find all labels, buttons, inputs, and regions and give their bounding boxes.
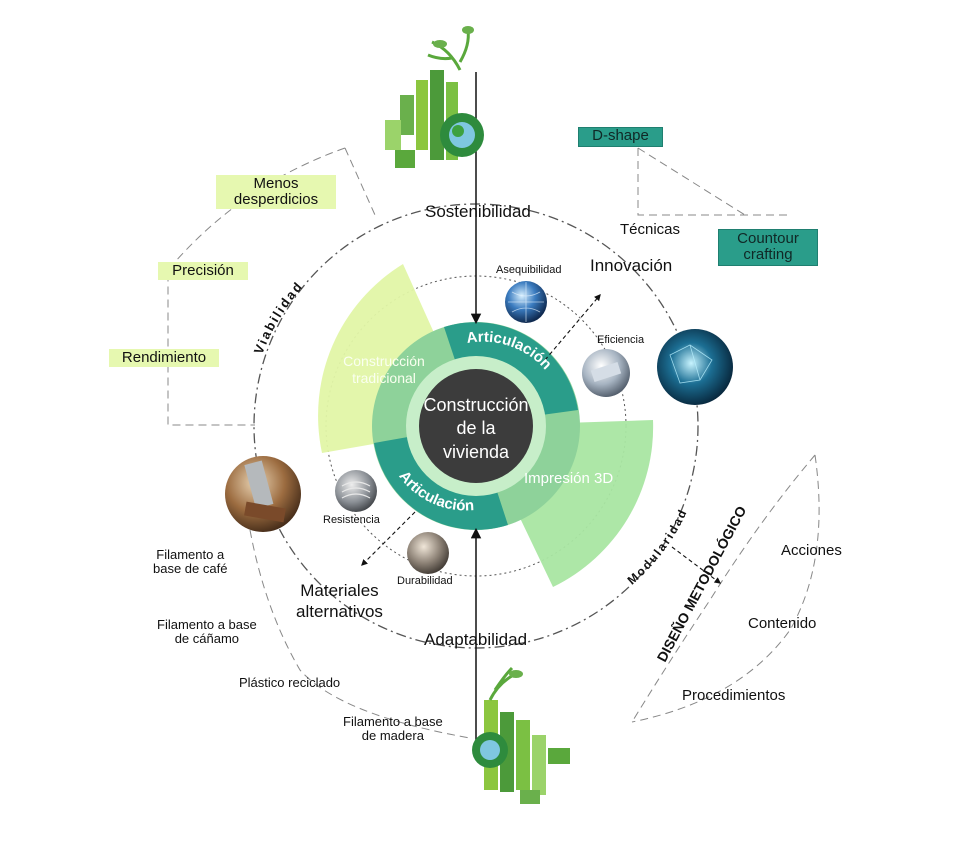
materiales-pipe-detail [244, 460, 274, 509]
materiales-alternativos-label: Materiales alternativos [296, 582, 383, 621]
eficiencia-label: Eficiencia [597, 334, 645, 346]
innovacion-arrow [544, 293, 601, 361]
innovacion-label: Innovación [590, 256, 673, 275]
impresion-3d-label: Impresión 3D [524, 470, 614, 487]
center-core [419, 369, 533, 483]
filamento-cafe-line-1: Filamento a [156, 547, 225, 562]
modularidad-arrow [671, 546, 722, 584]
contour-crafting-box: Countour crafting [718, 229, 818, 266]
resistencia-image [335, 470, 377, 512]
asequibilidad-label: Asequibilidad [496, 264, 562, 276]
tech-network-icon [669, 344, 713, 384]
modularidad-label: Modularidad [625, 506, 691, 587]
durabilidad-label: Durabilidad [397, 575, 453, 587]
construccion-tradicional-line-2: tradicional [352, 369, 416, 386]
tecnicas-frame [637, 147, 790, 216]
rendimiento-box: Rendimiento [109, 349, 219, 368]
innovacion-image [657, 329, 733, 405]
filamento-madera-line-1: Filamento a base [343, 714, 443, 729]
menos-desperdicios-line-2: desperdicios [233, 191, 319, 209]
tecnicas-label: Técnicas [620, 221, 681, 238]
filamento-cafe-label: Filamento a base de café [153, 548, 227, 575]
resistencia-label: Resistencia [323, 514, 380, 526]
menos-desperdicios-line-1: Menos [253, 175, 299, 192]
materiales-line-1: Materiales [300, 581, 379, 600]
viabilidad-textpath: Viabilidad [251, 278, 304, 356]
eco-city-bottom-illustration [472, 666, 570, 804]
filamento-canamo-label: Filamento a base de cáñamo [157, 618, 257, 645]
filamento-madera-label: Filamento a base de madera [343, 715, 443, 742]
materiales-arrow [361, 511, 416, 566]
center-line-1: Construcción [423, 395, 529, 415]
procedimientos-label: Procedimientos [682, 687, 786, 704]
modularidad-textpath: Modularidad [625, 506, 689, 587]
contour-crafting-line-2: crafting [743, 245, 793, 263]
globe-grid-icon [508, 282, 544, 322]
filamento-canamo-line-1: Filamento a base [157, 617, 257, 632]
filamento-canamo-line-2: de cáñamo [174, 630, 240, 646]
dshape-box: D-shape [578, 127, 663, 147]
acciones-label: Acciones [781, 542, 842, 559]
adaptabilidad-label: Adaptabilidad [424, 630, 528, 649]
filamento-cafe-line-2: base de café [153, 560, 228, 576]
contenido-label: Contenido [748, 615, 817, 632]
plastico-reciclado-label: Plástico reciclado [239, 675, 341, 690]
precision-box: Precisión [158, 262, 248, 281]
menos-desperdicios-box: Menos desperdicios [216, 175, 336, 210]
contour-crafting-line-1: Countour [737, 230, 799, 247]
viabilidad-label: Viabilidad [251, 278, 306, 356]
center-line-3: vivienda [442, 441, 510, 462]
diseno-frame [631, 454, 820, 723]
materiales-frame [249, 529, 471, 739]
eficiencia-detail [590, 361, 622, 383]
materiales-plank-detail [244, 501, 286, 523]
center-title: Construcción de la vivienda [416, 394, 536, 464]
center-line-2: de la [456, 418, 496, 439]
eco-city-top-illustration [385, 26, 484, 168]
construccion-tradicional-line-1: Construcción [343, 353, 425, 369]
resistencia-detail [341, 481, 371, 499]
materiales-line-2: alternativos [296, 601, 383, 621]
filamento-madera-line-2: de madera [361, 727, 424, 743]
durabilidad-image [407, 532, 449, 574]
construccion-tradicional-label: Construcción tradicional [328, 353, 440, 387]
sostenibilidad-label: Sostenibilidad [425, 202, 531, 221]
